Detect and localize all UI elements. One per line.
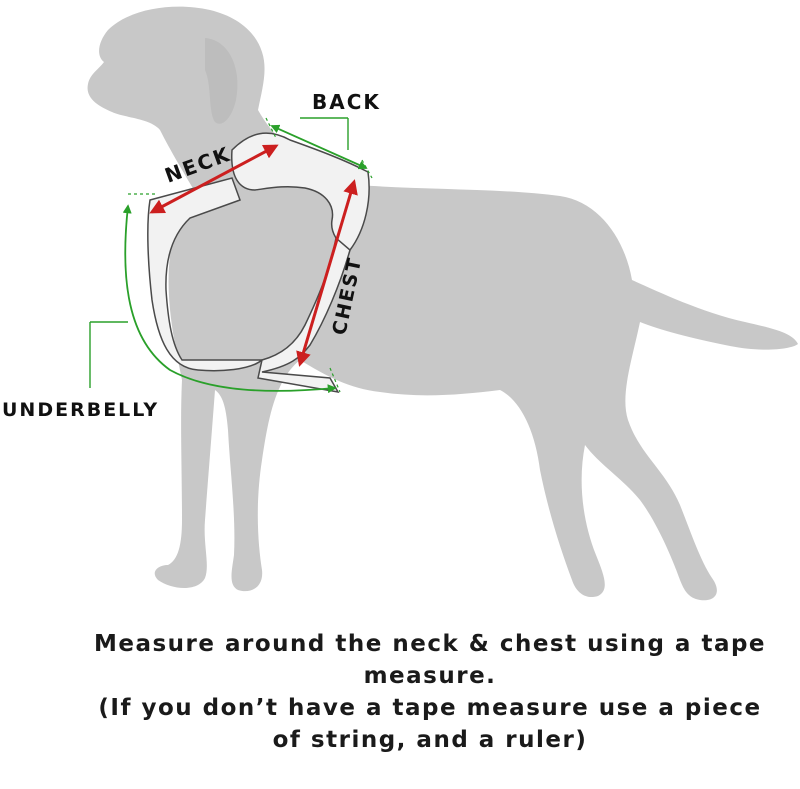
caption-line-3: (If you don’t have a tape measure use a … [98, 695, 762, 721]
dog-silhouette-icon [87, 6, 799, 601]
label-back: BACK [312, 90, 381, 114]
red-arrows [149, 144, 358, 367]
caption-line-4: of string, and a ruler) [272, 727, 588, 753]
measurement-diagram: BACK NECK CHEST UNDERBELLY [2, 6, 799, 601]
caption-line-2: measure. [363, 663, 497, 689]
instructions-caption: Measure around the neck & chest using a … [40, 628, 800, 756]
chest-arrow [296, 179, 358, 367]
caption-line-1: Measure around the neck & chest using a … [93, 631, 767, 657]
neck-arrow [149, 144, 279, 214]
green-guides [89, 117, 373, 394]
label-underbelly: UNDERBELLY [2, 399, 159, 421]
